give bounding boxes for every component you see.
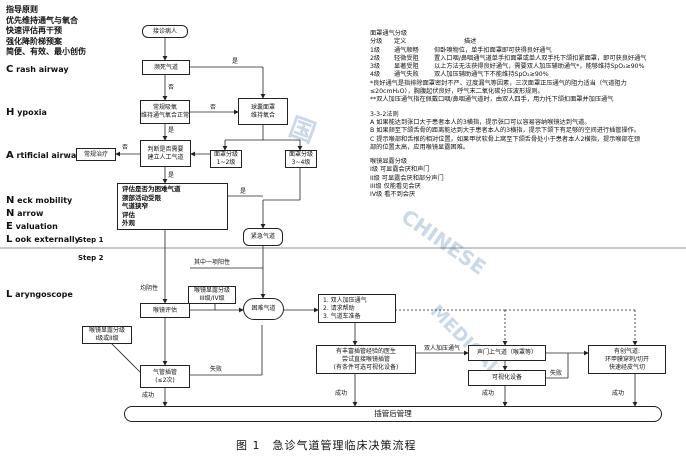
start-box: 接诊病人 (142, 25, 188, 38)
mask-row: 4级 通气失败 双人加压辅助通气下不能维持SpO₂≥90% (370, 71, 549, 79)
mask-grade-3-4-text: 面罩分级 3~4级 (288, 151, 313, 166)
option-line: 1. 双人加压通气 (323, 296, 367, 304)
mask-grade-1-2-text: 面罩分级 1~2级 (213, 151, 238, 166)
header-cell: 定义 (394, 38, 407, 46)
edge-label-yes: 是 (168, 127, 175, 134)
mask-header: 分级 定义 描述 (370, 38, 682, 46)
supraglottic-airway-box: 声门上气道（喉罩等） (468, 345, 546, 361)
label-crash-airway: C rash airway (6, 64, 69, 75)
edge-label-yes: 是 (168, 172, 175, 179)
mask-footnote: ≤20cmH₂O），胸腹起伏良好，呼气末二氧化碳分压波形规则。 (370, 88, 544, 96)
edge-label-success: 成功 (612, 390, 625, 397)
laryngoscope-grade-text: 喉镜显露分级 III级/IV级 (193, 287, 230, 302)
assess-line: 外观 (122, 219, 135, 228)
guidelines: 指导原则 优先维持通气与氧合 快速评估再干预 强化降阶梯预案 简便、有效、最小创… (6, 5, 86, 58)
label-laryngoscope: L aryngoscope (6, 289, 73, 300)
edge-label-no: 否 (168, 84, 175, 91)
post-intubation-banner: 插管后管理 (124, 406, 662, 422)
artificial-airway-text: 判断是否需要 建立人工气道 (147, 145, 184, 161)
rule-line: 部的位置太高，应用喉镜显露困难。 (370, 143, 469, 151)
cl-row: II级 可显露会厌和部分声门 (370, 174, 444, 182)
guideline-item: 简便、有效、最小创伤 (6, 47, 86, 56)
mask-grade-1-2-box: 面罩分级 1~2级 (210, 150, 242, 168)
step-2-label: Step 2 (78, 254, 104, 262)
header-cell: 分级 (370, 38, 383, 46)
option-line: 3. 气道车准备 (323, 312, 361, 320)
edge-label-yes: 是 (240, 188, 247, 195)
crash-airway-box: 濒死气道 (142, 60, 190, 75)
rule-line: C 提示喉部和舌根的相对位置，如果甲状软骨上窝至下颌舌骨处小于患者本人2横指，提… (370, 135, 641, 143)
experienced-doctor-box: 有丰富插管经验的医生 尝试直接喉镜插管 (有条件可选可视化设备) (316, 345, 416, 374)
guideline-item: 指导原则 (6, 5, 38, 14)
assess-line: 颈部活动受限 (122, 193, 161, 202)
intubation-box: 气管插管 (≤2次) (140, 365, 190, 388)
routine-treatment-box: 常规治疗 (76, 148, 116, 161)
assess-line: 评估是否为困难气道 (122, 185, 181, 194)
cl-row: IV级 看不到会厌 (370, 191, 416, 199)
laryngoscope-grade-i-ii-box: 喉镜显露分级 I级或II级 (82, 326, 132, 344)
label-artificial-airway: A rtificial airway (6, 150, 82, 161)
mask-ventilation-notes: 面罩通气分级 分级 定义 描述 1级 通气顺畅 仰卧嗅物位，单手扣面罩即可获得良… (370, 30, 682, 200)
post-intubation-text: 插管后管理 (374, 409, 412, 418)
rule-line: A 如果能达到张口大于患者本人的3横指，提示张口可以容易容纳喉镜达到气道。 (370, 118, 591, 126)
cl-row: I级 可显露会厌和声门 (370, 166, 430, 174)
edge-label-fail: 失败 (210, 366, 223, 373)
front-of-neck-box: 有创气道: 环甲膜穿刺/切开 快速经皮气切 (588, 345, 666, 374)
mask-grade-3-4-box: 面罩分级 3~4级 (285, 150, 317, 168)
bag-mask-text: 球囊面罩 维持氧合 (250, 103, 275, 119)
edge-label-no: 否 (210, 104, 217, 111)
options-box: 1. 双人加压通气 2. 请求帮助 3. 气道车准备 (318, 294, 396, 323)
difficult-airway-box: 困难气道 (243, 298, 284, 320)
mask-footnote: *良好通气是指排除面罩密封不严、过度漏气等因素，三次面罩正压通气的阻力适当（气道… (370, 79, 627, 87)
edge-label-success: 成功 (335, 390, 348, 397)
edge-label-bag-valve: 双人加压通气 (424, 345, 461, 352)
bag-mask-box: 球囊面罩 维持氧合 (238, 98, 288, 125)
intubation-text: 气管插管 (≤2次) (152, 368, 177, 384)
cl-title: 喉镜显露分级 (370, 158, 408, 166)
mask-row: 3级 显著受阻 以上方法无法获得良好通气，需要双人加压辅助通气*，能够维持SpO… (370, 63, 645, 71)
label-hypoxia: H ypoxia (6, 107, 47, 118)
edge-label-all-negative: 均阴性 (140, 285, 159, 292)
hypoxia-box-text: 常规吸氧 维持通气氧合正常 (141, 104, 190, 119)
edge-label-yes: 是 (232, 58, 239, 65)
artificial-airway-box: 判断是否需要 建立人工气道 (140, 140, 191, 167)
emergency-airway-box: 紧急气道 (243, 228, 283, 246)
header-cell: 描述 (464, 38, 477, 46)
edge-label-fail: 失败 (550, 370, 563, 377)
edge-label-success: 成功 (142, 392, 155, 399)
guideline-item: 强化降阶梯预案 (6, 36, 62, 46)
assess-line: 评估 (122, 210, 135, 219)
mask-footnote: **双人加压通气指在佩戴口咽/鼻咽通气道时，由双人四手，用力托下颌扣面罩并加压通… (370, 96, 614, 104)
edge-label-success: 成功 (482, 390, 495, 397)
video-device-box: 可视化设备 (468, 370, 546, 386)
edge-label-no: 否 (122, 144, 129, 151)
mask-row: 1级 通气顺畅 仰卧嗅物位，单手扣面罩即可获得良好通气 (370, 46, 552, 54)
cl-row: III级 仅能看见会厌 (370, 183, 421, 191)
grade-i-ii-text: 喉镜显露分级 I级或II级 (88, 327, 125, 342)
figure-caption: 图 1 急诊气道管理临床决策流程 (236, 439, 417, 452)
rule-line: B 如果颏至下颌舌骨的距离能达到大于患者本人的3横指，提示下颌下有足够的空间进行… (370, 127, 641, 135)
notes-title: 面罩通气分级 (370, 30, 408, 37)
experienced-doctor-text: 有丰富插管经验的医生 尝试直接喉镜插管 (有条件可选可视化设备) (333, 347, 399, 371)
step-1-label: Step 1 (78, 236, 104, 244)
guideline-item: 快速评估再干预 (6, 26, 62, 35)
rule-title: 3-3-2法则 (370, 110, 399, 118)
label-neck: N eck mobility N arrow E valuation L ook… (6, 195, 80, 245)
laryngoscope-grade-box: 喉镜显露分级 III级/IV级 (188, 286, 236, 304)
assess-line: 气道狭窄 (122, 202, 148, 211)
mask-row: 2级 轻微受阻 置入口咽/鼻咽通气道单手扣面罩或单人双手托下颌扣紧面罩，即可获良… (370, 54, 647, 62)
edge-label-one-positive: 其中一项阳性 (194, 259, 231, 266)
guideline-item: 优先维持通气与氧合 (6, 15, 78, 25)
option-line: 2. 请求帮助 (323, 304, 355, 312)
laryngoscope-assess-box: 喉镜评估 (140, 303, 190, 318)
difficult-airway-assessment-box: 评估是否为困难气道 颈部活动受限 气道狭窄 评估 外观 (117, 183, 228, 230)
hypoxia-box: 常规吸氧 维持通气氧合正常 (140, 100, 190, 124)
front-of-neck-text: 有创气道: 环甲膜穿刺/切开 快速经皮气切 (604, 347, 650, 371)
